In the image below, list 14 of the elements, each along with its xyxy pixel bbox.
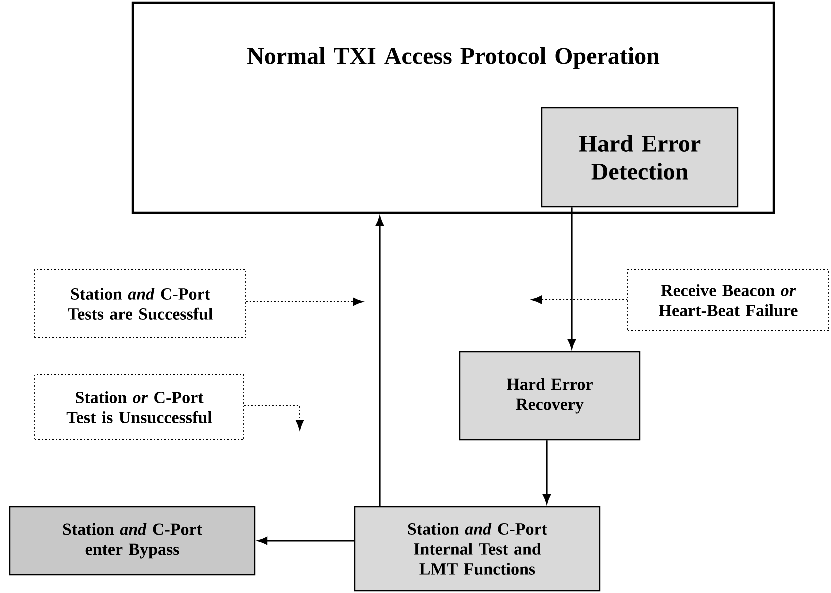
arrow: [543, 440, 551, 504]
condition-box: Receive Beacon or Heart-Beat Failure: [628, 270, 830, 332]
process-box: Station and C-Port Internal Test and LMT Functions: [354, 506, 601, 592]
arrow: [376, 216, 384, 506]
arrow: [568, 208, 576, 349]
arrow: [244, 406, 304, 431]
arrow: [258, 537, 354, 545]
condition-box: Station and C-Port Tests are Successful: [34, 270, 246, 338]
process-box: Station and C-Port enter Bypass: [9, 506, 256, 576]
arrow: [246, 298, 364, 306]
process-box: Hard Error Recovery: [459, 351, 641, 441]
condition-box: Station or C-Port Test is Unsuccessful: [34, 374, 244, 440]
arrow: [531, 296, 628, 304]
process-box: Hard Error Detection: [541, 107, 739, 208]
